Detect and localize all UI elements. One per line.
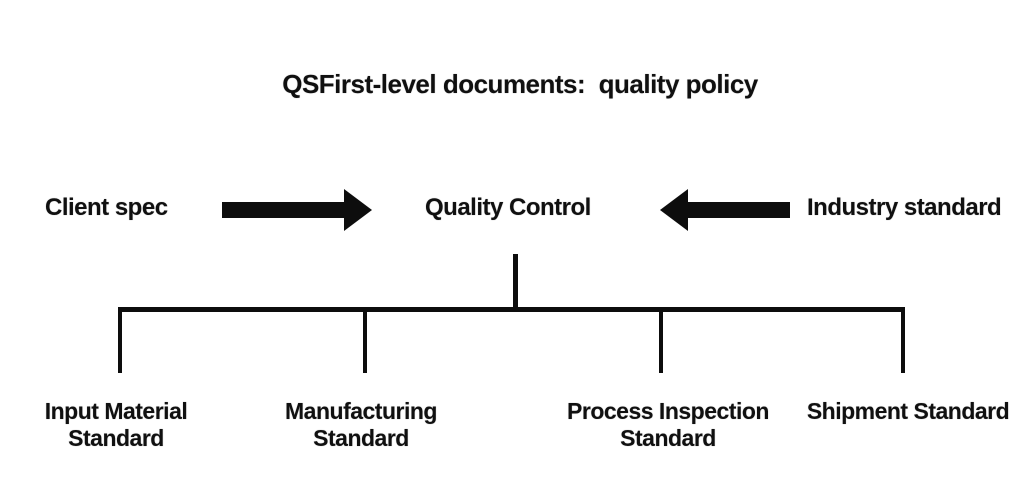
node-label-line: Process Inspection [567, 398, 769, 424]
node-label-line: Standard [68, 425, 164, 451]
connector-stem-line [513, 254, 518, 308]
connector-drop-line-3 [659, 307, 663, 373]
node-label-line: Input Material [44, 398, 188, 424]
node-manufacturing-standard: Manufacturing Standard [261, 398, 461, 452]
node-shipment-standard: Shipment Standard [796, 398, 1020, 425]
node-label-line: Manufacturing [285, 398, 437, 424]
connector-drop-line-2 [363, 307, 367, 373]
client-spec-label: Client spec [45, 194, 168, 221]
node-process-inspection-standard: Process Inspection Standard [556, 398, 780, 452]
connector-drop-line-4 [901, 307, 905, 373]
connector-drop-line-1 [118, 307, 122, 373]
node-label-line: Shipment Standard [806, 398, 1010, 424]
node-label-line: Standard [620, 425, 716, 451]
industry-standard-label: Industry standard [807, 194, 1002, 221]
diagram-title: QSFirst-level documents: quality policy [282, 69, 758, 99]
node-input-material-standard: Input Material Standard [16, 398, 216, 452]
quality-control-label: Quality Control [425, 194, 591, 221]
arrow-left-icon [660, 188, 790, 232]
arrow-right-icon [222, 188, 372, 232]
connector-horizontal-line [118, 307, 905, 312]
node-label-line: Standard [313, 425, 409, 451]
